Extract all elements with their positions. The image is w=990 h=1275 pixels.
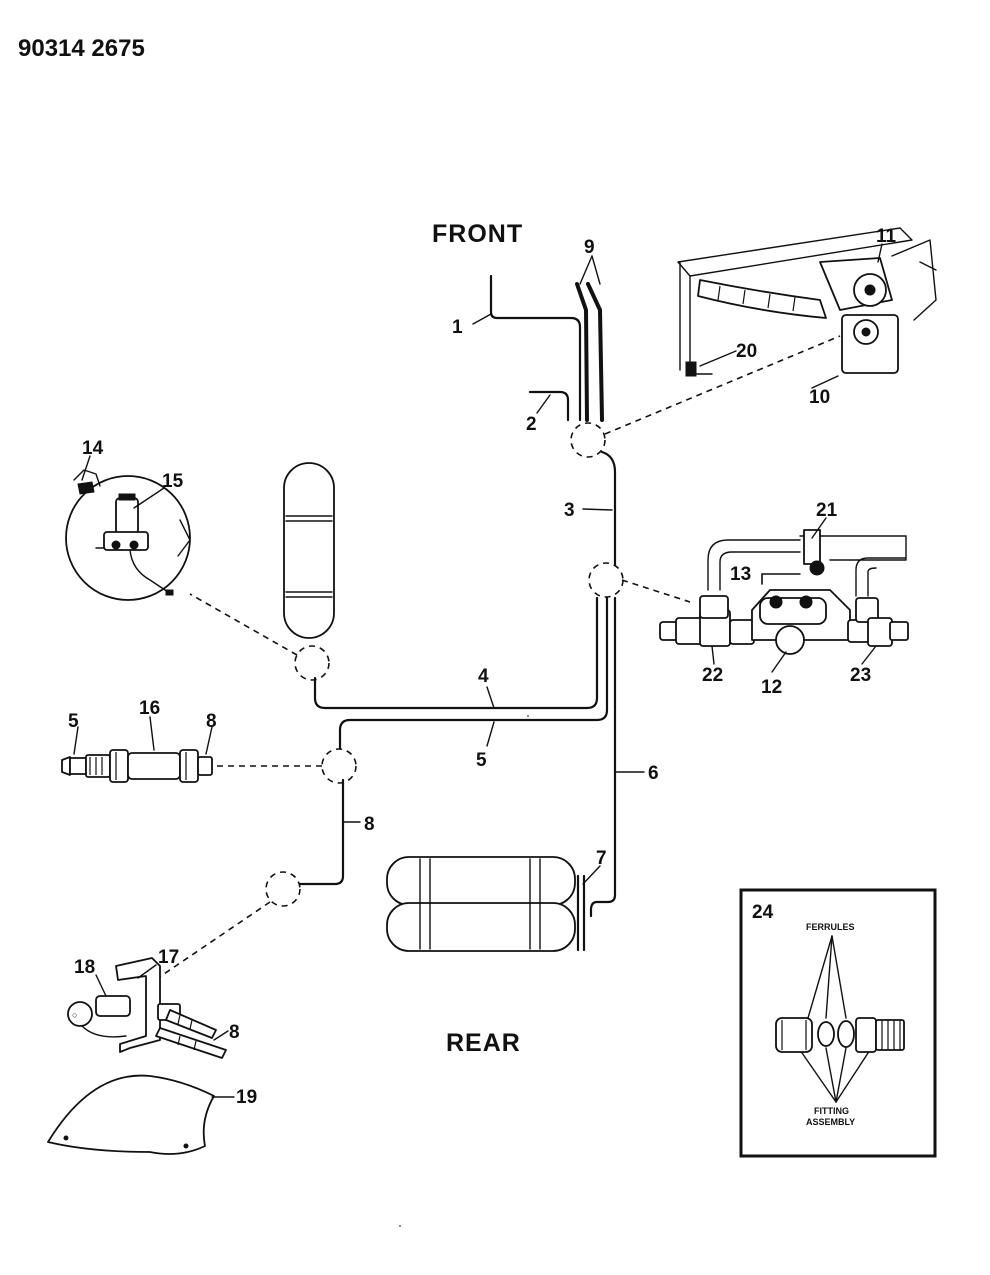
- callout-20: 20: [736, 341, 757, 362]
- brake-hose: [697, 279, 827, 319]
- callout-8: 8: [364, 814, 375, 835]
- tube-9a: [575, 282, 589, 422]
- ferrule-1: [817, 1021, 835, 1047]
- connection-circle-valve: [588, 562, 624, 598]
- leader-valve: [621, 579, 691, 603]
- bracket-17: [115, 957, 161, 1053]
- callout-4: 4: [478, 666, 489, 687]
- rear-label: REAR: [446, 1029, 521, 1057]
- callout-7: 7: [596, 848, 607, 869]
- tube-6: [589, 596, 617, 918]
- tank-upper-body: [283, 462, 335, 639]
- callout-23: 23: [850, 665, 871, 686]
- ferrule-2: [837, 1020, 855, 1048]
- callout-19: 19: [236, 1087, 257, 1108]
- frame-rail: [677, 227, 913, 277]
- tube-9b: [586, 282, 604, 422]
- callout-5: 5: [476, 750, 487, 771]
- callout-2: 2: [526, 414, 537, 435]
- callout-15: 15: [162, 471, 184, 492]
- callout-17: 17: [158, 947, 179, 968]
- fitting-label-2: ASSEMBLY: [806, 1117, 855, 1127]
- leader-rear: [157, 901, 271, 979]
- inset-number: 24: [752, 902, 774, 923]
- callout-8-bracket: 8: [229, 1022, 240, 1043]
- callout-14: 14: [82, 438, 104, 459]
- callout-12: 12: [761, 677, 782, 698]
- tube-4: [313, 596, 599, 710]
- switch-body: [127, 752, 181, 780]
- tank-rear-bottom: [386, 902, 576, 952]
- tube-8-end-b: [155, 1027, 227, 1059]
- tube-5: [338, 596, 609, 750]
- connection-circle-booster: [294, 645, 330, 681]
- brake-tubing: [298, 274, 617, 918]
- callout-11: 11: [876, 226, 897, 247]
- leader-booster: [189, 593, 298, 656]
- svg-text:○: ○: [72, 1010, 77, 1020]
- callout-5-switch: 5: [68, 711, 79, 732]
- tube-3: [600, 450, 617, 567]
- switch-nut-left: [109, 749, 129, 783]
- switch-nut-right: [179, 749, 199, 783]
- callout-3: 3: [564, 500, 575, 521]
- connection-circle-front: [570, 422, 606, 458]
- detail-connection-markers: [157, 335, 841, 979]
- tank-rear-top: [386, 856, 576, 906]
- front-label: FRONT: [432, 220, 523, 248]
- fitting-body: [855, 1017, 877, 1053]
- tube-1: [489, 274, 582, 422]
- callout-1: 1: [452, 317, 463, 338]
- leader-front: [604, 335, 841, 435]
- front-valve-detail: [677, 227, 937, 377]
- fitting-23: [867, 617, 893, 647]
- tube-2: [528, 390, 570, 422]
- connection-circle-rear: [265, 871, 301, 907]
- callout-13: 13: [730, 564, 751, 585]
- callout-10: 10: [809, 387, 830, 408]
- connection-circle-switch: [321, 748, 357, 784]
- fitting-nut: [775, 1017, 813, 1053]
- callout-numbers: 1 2 3 4 5 5 6 7 8 8 8 9 10 11 12 13 14 1…: [68, 226, 897, 1108]
- brake-booster-assembly: [65, 469, 191, 601]
- callout-21: 21: [816, 500, 838, 521]
- pressure-switch-assembly: [61, 749, 213, 783]
- figure-number: 90314 2675: [18, 35, 145, 62]
- ferrules-label: FERRULES: [806, 922, 855, 932]
- callout-8-switch: 8: [206, 711, 217, 732]
- callout-22: 22: [702, 665, 723, 686]
- callout-6: 6: [648, 763, 659, 784]
- master-cylinder-reservoir: [115, 497, 139, 535]
- fitting-label-1: FITTING: [814, 1106, 849, 1116]
- proportioning-valve-detail: [659, 529, 909, 655]
- callout-leaders: [73, 243, 883, 1098]
- ferrule-inset: 24 FERRULES FITTING ASSEMBLY: [739, 888, 937, 1158]
- rear-bracket-detail: ○: [67, 957, 227, 1059]
- shield-19: [47, 1074, 215, 1155]
- callout-18: 18: [74, 957, 95, 978]
- master-cylinder-body: [103, 531, 149, 551]
- tube-8: [298, 778, 345, 886]
- callout-16: 16: [139, 698, 160, 719]
- switch-18: [67, 1001, 93, 1027]
- tank-rear: [386, 856, 586, 952]
- tank-upper: [283, 462, 335, 639]
- callout-9: 9: [584, 237, 595, 258]
- clip-21: [803, 529, 821, 565]
